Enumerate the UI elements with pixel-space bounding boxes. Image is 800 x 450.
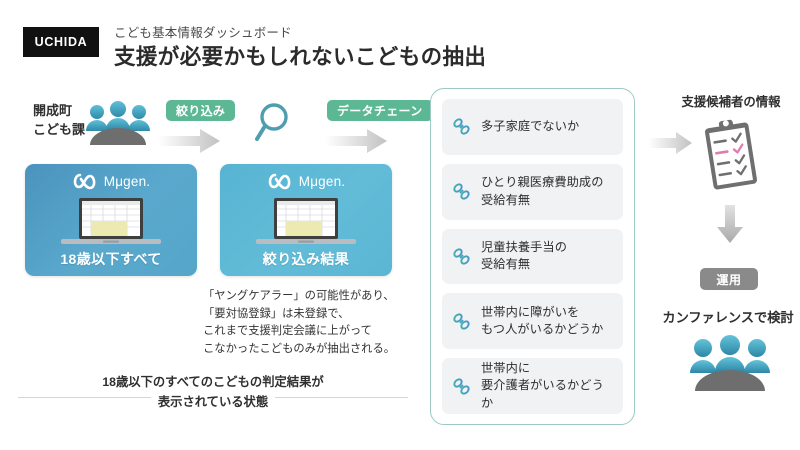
- department-label: 開成町 こども課: [33, 101, 85, 139]
- chain-item-label: 多子家庭でないか: [481, 118, 579, 136]
- department-line-1: 開成町: [33, 103, 73, 118]
- mugen-logo: Mμgen.: [220, 173, 392, 190]
- laptop-spreadsheet-icon: [256, 197, 356, 247]
- data-chain-panel: 多子家庭でないか ひとり親医療費助成の 受給有無: [430, 88, 635, 425]
- chain-link-icon: [451, 376, 472, 397]
- chain-item[interactable]: 世帯内に 要介護者がいるかどうか: [442, 358, 623, 414]
- mugen-wordmark: Mμgen.: [103, 174, 151, 189]
- people-group-icon: [688, 333, 772, 391]
- badge-filter: 絞り込み: [166, 100, 236, 121]
- note-line-2: 「要対協登録」は未登録で、: [203, 307, 350, 320]
- department-line-2: こども課: [33, 122, 86, 137]
- arrow-down-icon: [716, 205, 744, 243]
- filter-note: 「ヤングケアラー」の可能性があり、 「要対協登録」は未登録で、 これまで支援判定…: [203, 288, 418, 358]
- search-magnifier-icon: [252, 98, 300, 146]
- card-all-children[interactable]: Mμgen. 18歳以下すべて: [25, 164, 197, 276]
- chain-link-icon: [451, 116, 472, 137]
- chain-item-label: 児童扶養手当の 受給有無: [481, 239, 567, 274]
- conference-caption: カンファレンスで検討: [662, 310, 794, 325]
- chain-link-icon: [451, 181, 472, 202]
- note-line-1: 「ヤングケアラー」の可能性があり、: [203, 290, 395, 302]
- arrow-right-icon: [158, 128, 220, 154]
- chain-link-icon: [451, 311, 472, 332]
- page-title: 支援が必要かもしれないこどもの抽出: [114, 45, 487, 69]
- chain-item[interactable]: 世帯内に障がいを もつ人がいるかどうか: [442, 293, 623, 350]
- chain-item-line-1: ひとり親医療費助成の: [481, 175, 604, 190]
- chain-item[interactable]: ひとり親医療費助成の 受給有無: [442, 163, 623, 220]
- chain-item-line-1: 世帯内に: [481, 360, 531, 375]
- chain-item-line-1: 世帯内に障がいを: [481, 304, 580, 319]
- chain-item-line-1: 多子家庭でないか: [481, 119, 580, 134]
- people-group-icon: [84, 100, 152, 145]
- card-caption: 絞り込み結果: [262, 251, 350, 267]
- card-caption: 18歳以下すべて: [60, 251, 162, 267]
- chain-item[interactable]: 多子家庭でないか: [442, 99, 623, 155]
- mugen-infinity-icon: [72, 173, 98, 190]
- badge-operation: 運用: [700, 268, 758, 290]
- mugen-infinity-icon: [267, 173, 293, 190]
- note-line-3: これまで支援判定会議に上がって: [203, 325, 372, 337]
- chain-item-line-2: もつ人がいるかどうか: [481, 322, 604, 337]
- chain-item-line-2: 受給有無: [481, 192, 531, 207]
- status-banner: 18歳以下のすべてのこどもの判定結果が 表示されている状態: [18, 372, 408, 424]
- uchida-logo: UCHIDA: [23, 27, 99, 57]
- banner-line-2: 表示されている状態: [150, 392, 276, 412]
- mugen-wordmark: Mμgen.: [298, 174, 346, 189]
- chain-item-line-1: 児童扶養手当の: [481, 239, 568, 254]
- banner-line-1: 18歳以下のすべてのこどもの判定結果が: [95, 372, 331, 392]
- arrow-right-icon: [648, 132, 692, 154]
- chain-item[interactable]: 児童扶養手当の 受給有無: [442, 228, 623, 285]
- chain-item-line-2: 要介護者がいるかどうか: [481, 378, 604, 410]
- support-candidate-title: 支援候補者の情報: [681, 95, 781, 109]
- header-subtitle: こども基本情報ダッシュボード: [114, 26, 292, 40]
- laptop-spreadsheet-icon: [61, 197, 161, 247]
- page-header: UCHIDA こども基本情報ダッシュボード 支援が必要かもしれないこどもの抽出: [0, 0, 800, 78]
- chain-item-label: ひとり親医療費助成の 受給有無: [481, 174, 604, 209]
- banner-text: 18歳以下のすべてのこどもの判定結果が 表示されている状態: [18, 372, 408, 412]
- mugen-logo: Mμgen.: [25, 173, 197, 190]
- chain-item-label: 世帯内に障がいを もつ人がいるかどうか: [481, 304, 603, 339]
- chain-link-icon: [451, 246, 472, 267]
- chain-item-label: 世帯内に 要介護者がいるかどうか: [481, 360, 614, 413]
- note-line-4: こなかったこどものみが抽出される。: [203, 342, 396, 355]
- clipboard-checklist-icon: [700, 118, 762, 194]
- arrow-right-icon: [325, 128, 387, 154]
- card-filtered-result[interactable]: Mμgen. 絞り込み結果: [220, 164, 392, 276]
- badge-data-chain: データチェーン: [327, 100, 433, 121]
- chain-item-line-2: 受給有無: [481, 257, 531, 272]
